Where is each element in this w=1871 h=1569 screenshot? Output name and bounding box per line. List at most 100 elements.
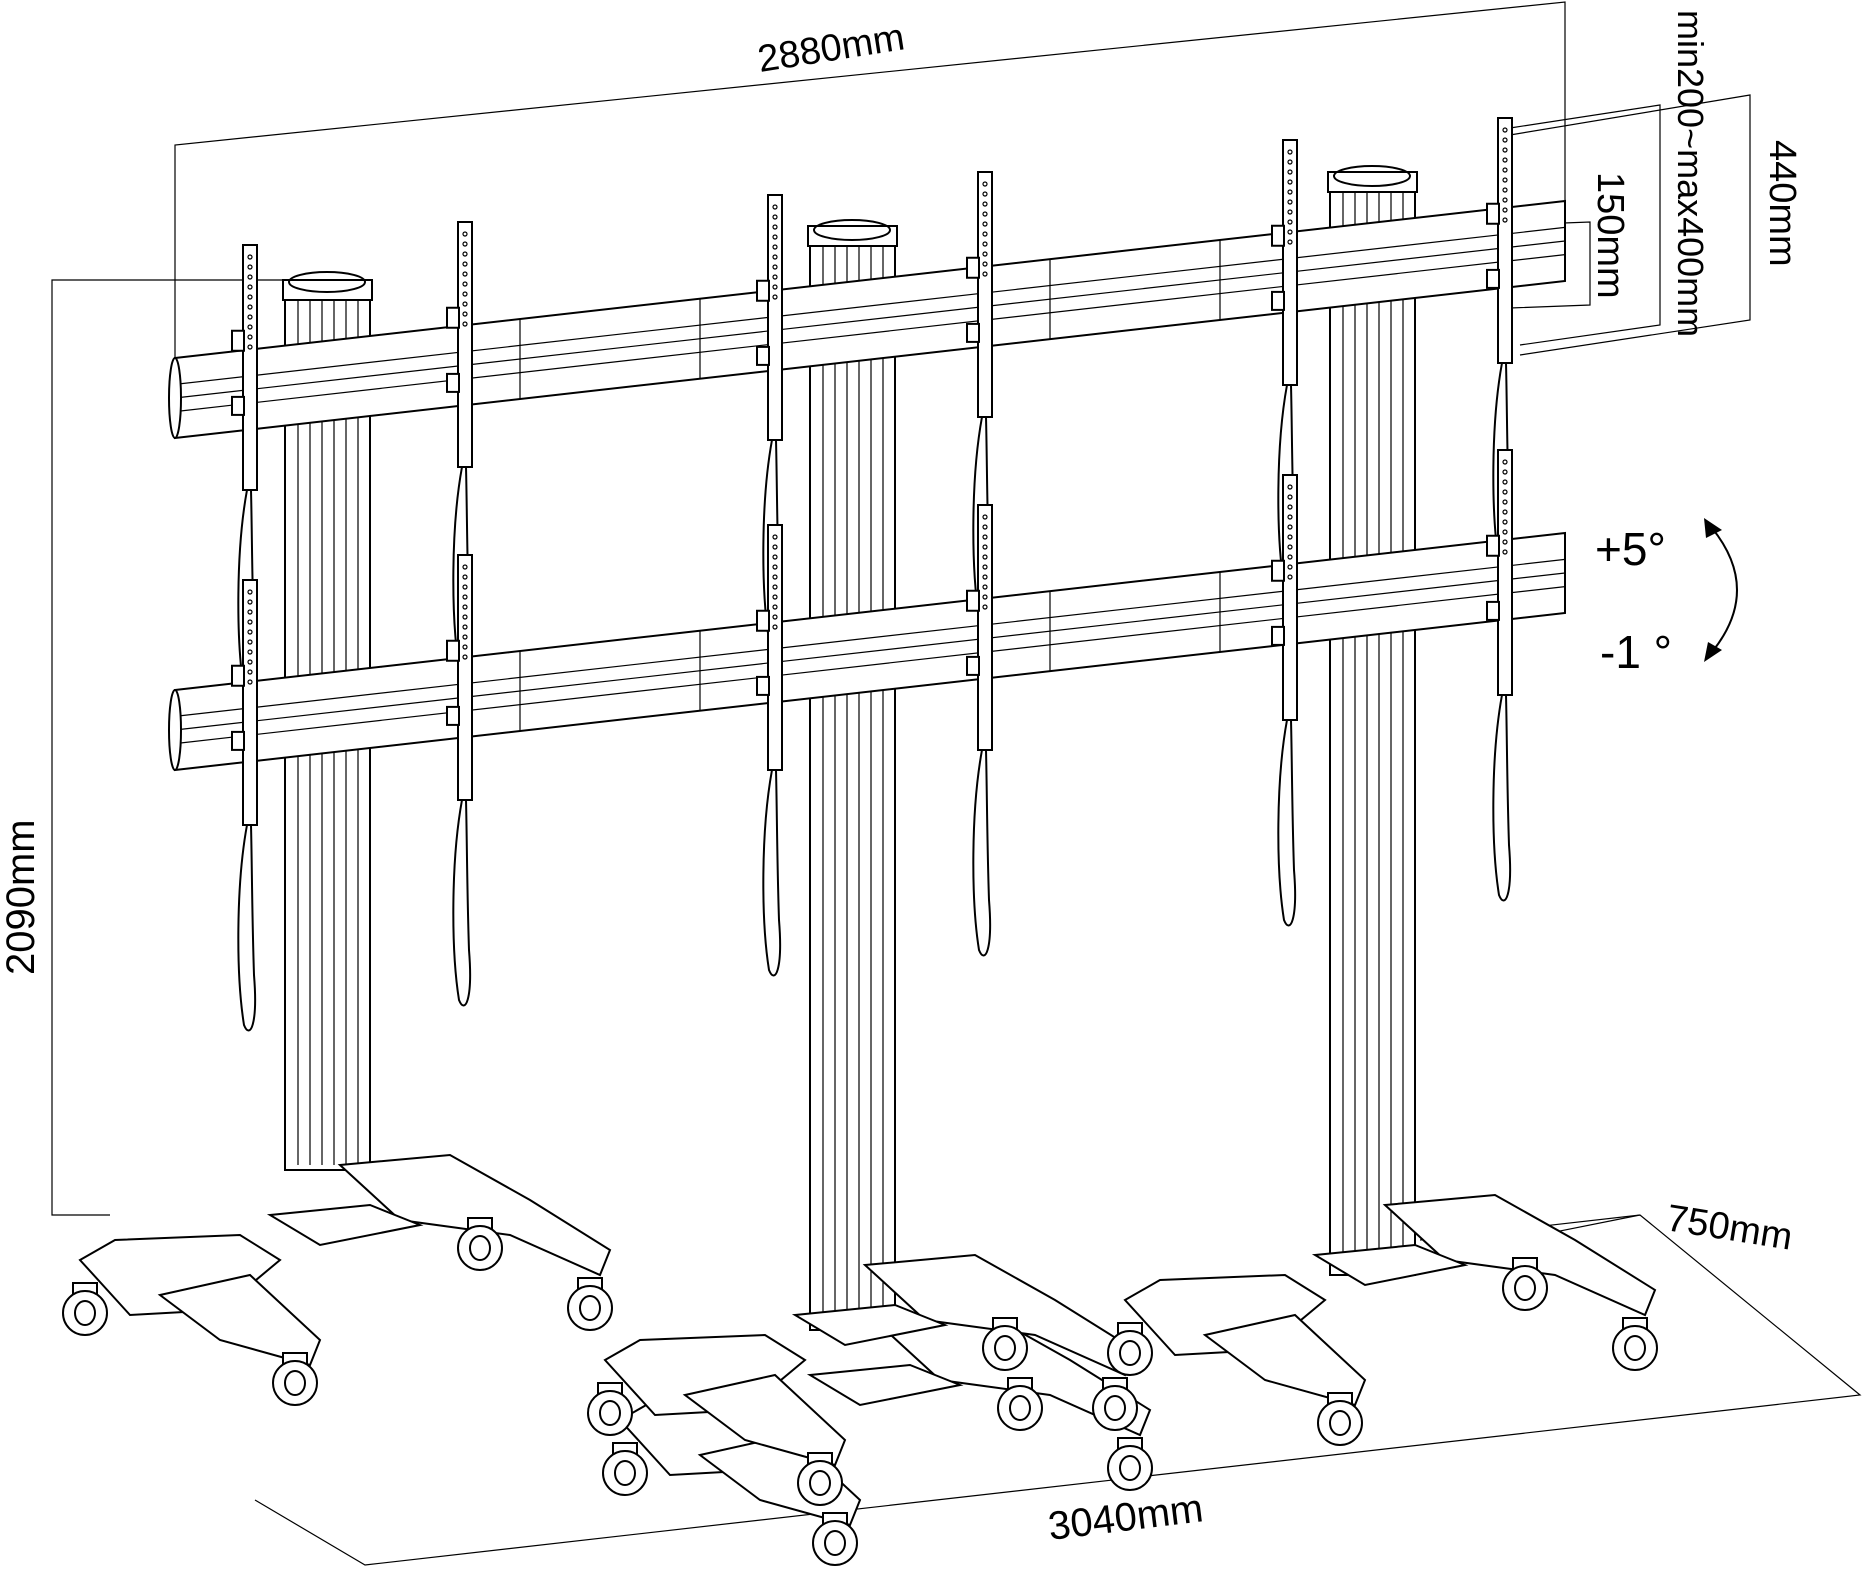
bracket-bottom-2-hole-1 <box>462 564 468 570</box>
bracket-bottom-2-hole-5 <box>462 604 468 610</box>
bracket-top-1-hole-9 <box>247 334 253 340</box>
bracket-bottom-4-hook-lower <box>966 655 980 676</box>
bracket-top-3-hole-4 <box>772 234 778 240</box>
bracket-bottom-5-hook-upper <box>1271 559 1285 582</box>
bracket-top-5-hole-4 <box>1287 179 1293 185</box>
bracket-top-2-hook-upper <box>446 306 460 329</box>
bracket-bottom-3-hole-10 <box>772 624 778 630</box>
tilt-down-label: -1 ° <box>1600 626 1672 678</box>
bracket-bottom-1-hole-3 <box>247 609 253 615</box>
width-top-label: 2880mm <box>755 16 908 81</box>
base-right-caster-2 <box>1317 1392 1363 1446</box>
base-right-caster-3 <box>1612 1317 1658 1371</box>
bracket-top-6-hole-1 <box>1502 127 1508 133</box>
bracket-top-6-hole-7 <box>1502 187 1508 193</box>
bracket-top-1-hole-2 <box>247 264 253 270</box>
bracket-top-2-hole-8 <box>462 301 468 307</box>
bracket-bottom-2-hook-lower <box>446 705 460 726</box>
bracket-top-4-hook-lower <box>966 322 980 343</box>
base-middle-back-caster-3-wheel <box>1107 1445 1153 1491</box>
bracket-top-3-hole-3 <box>772 224 778 230</box>
base-middle-back-caster-2-wheel <box>812 1520 858 1566</box>
base-right-caster-4-wheel <box>1502 1265 1548 1311</box>
base-left <box>62 1153 613 1406</box>
bracket-top-1-hook-upper <box>231 329 245 352</box>
bracket-top-6-hole-10 <box>1502 217 1508 223</box>
base-left-caster-2-wheel <box>272 1360 318 1406</box>
base-middle-caster-4 <box>982 1317 1028 1371</box>
base-right-caster-2-hub <box>1329 1410 1351 1436</box>
bracket-bottom-4-hole-1 <box>982 514 988 520</box>
bases <box>62 1153 1658 1566</box>
base-middle-back-caster-2 <box>812 1512 858 1566</box>
base-middle-back-caster-3-hub <box>1119 1455 1141 1481</box>
base-middle-back-caster-1 <box>602 1442 648 1496</box>
base-width-label: 3040mm <box>1046 1486 1206 1549</box>
bracket-bottom-3 <box>756 524 783 977</box>
bracket-bottom-1 <box>231 579 258 1032</box>
bracket-bottom-3-hole-7 <box>772 594 778 600</box>
bracket-top-6 <box>1486 117 1513 570</box>
bracket-top-5-hole-8 <box>1287 219 1293 225</box>
rail-bottom <box>168 531 1566 772</box>
bracket-top-5-hole-9 <box>1287 229 1293 235</box>
base-middle <box>587 1253 1138 1506</box>
bracket-top-4-hole-3 <box>982 201 988 207</box>
bracket-top-4-hole-5 <box>982 221 988 227</box>
bracket-top-2-hole-4 <box>462 261 468 267</box>
bracket-bottom-4-hole-7 <box>982 574 988 580</box>
bracket-bottom-1-safety-strap <box>237 824 257 1032</box>
bracket-top-3-hole-5 <box>772 244 778 250</box>
bracket-bottom-1-hook-upper <box>231 664 245 687</box>
bracket-bottom-5-hook-lower <box>1271 625 1285 646</box>
bracket-bottom-4-plate <box>977 504 993 751</box>
bracket-top-1-hole-1 <box>247 254 253 260</box>
bracket-bottom-3-hole-2 <box>772 544 778 550</box>
bracket-bottom-6-hook-lower <box>1486 600 1500 621</box>
bracket-bottom-5-hole-5 <box>1287 524 1293 530</box>
base-middle-back-caster-4-hub <box>1009 1395 1031 1421</box>
bracket-bottom-4-hole-6 <box>982 564 988 570</box>
depth-label: 750mm <box>1664 1197 1796 1258</box>
bracket-bottom-2-hole-3 <box>462 584 468 590</box>
bracket-top-1-hole-7 <box>247 314 253 320</box>
bracket-top-4-hole-2 <box>982 191 988 197</box>
bracket-bottom-2-safety-strap <box>452 799 472 1007</box>
bracket-bottom-5-hole-3 <box>1287 504 1293 510</box>
bracket-bottom-1-hole-7 <box>247 649 253 655</box>
base-middle-caster-2-hub <box>809 1470 831 1496</box>
bracket-bottom-6-hole-7 <box>1502 519 1508 525</box>
bracket-bottom-1-hole-5 <box>247 629 253 635</box>
height-label: 2090mm <box>0 819 43 975</box>
bracket-top-2-hole-10 <box>462 321 468 327</box>
bracket-bottom-1-hole-4 <box>247 619 253 625</box>
bracket-top-4-hook-upper <box>966 256 980 279</box>
bracket-top-3-hole-1 <box>772 204 778 210</box>
bracket-bottom-4-hole-5 <box>982 554 988 560</box>
bracket-bottom-3-plate <box>767 524 783 771</box>
bracket-bottom-6-hole-3 <box>1502 479 1508 485</box>
bracket-bottom-6-hole-9 <box>1502 539 1508 545</box>
base-right-caster-1 <box>1107 1322 1153 1376</box>
base-left-caster-4-wheel <box>457 1225 503 1271</box>
rail-top <box>168 199 1566 440</box>
bracket-vesa-frame <box>1509 104 1661 346</box>
rail-bottom-groove-3 <box>174 586 1566 745</box>
bracket-bottom-2-plate <box>457 554 473 801</box>
bracket-top-5-hole-6 <box>1287 199 1293 205</box>
bracket-top-6-hole-5 <box>1502 167 1508 173</box>
height-frame <box>51 279 285 1216</box>
base-left-caster-3 <box>567 1277 613 1331</box>
bracket-bottom-6-hole-2 <box>1502 469 1508 475</box>
bracket-top-2-plate <box>457 221 473 468</box>
rail-bottom-end-cap-left <box>168 689 182 771</box>
bracket-bottom-3-hole-9 <box>772 614 778 620</box>
bracket-bottom-1-hole-10 <box>247 679 253 685</box>
bracket-top-3-hole-8 <box>772 274 778 280</box>
bracket-bottom-5-plate <box>1282 474 1298 721</box>
bracket-top-2-hole-5 <box>462 271 468 277</box>
column-right <box>1327 165 1418 1276</box>
bracket-top-3-hole-7 <box>772 264 778 270</box>
bracket-top-5-hole-2 <box>1287 159 1293 165</box>
bracket-bottom-2-hole-2 <box>462 574 468 580</box>
